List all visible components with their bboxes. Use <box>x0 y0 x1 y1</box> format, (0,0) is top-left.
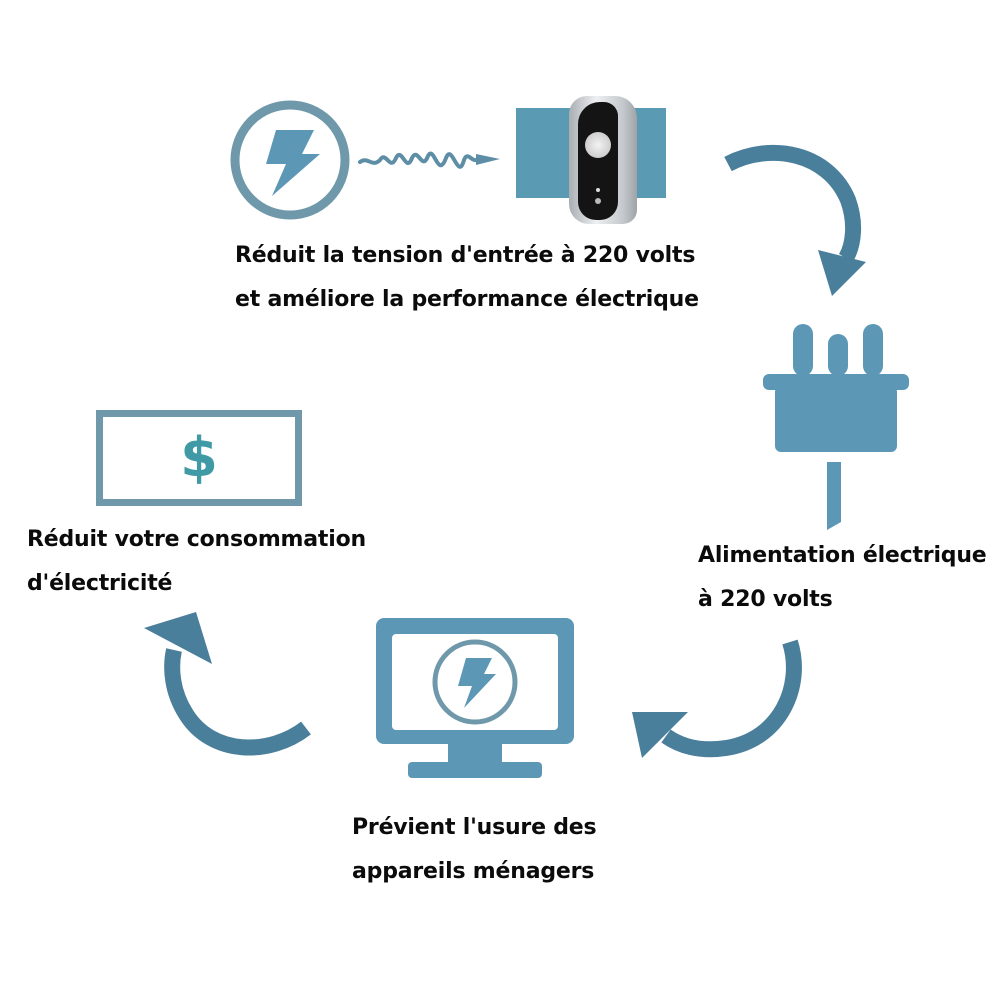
device-led <box>596 188 600 192</box>
lightning-circle-icon <box>230 100 350 220</box>
step-supply-label: Alimentation électrique à 220 volts <box>698 534 987 622</box>
saver-device-image <box>516 96 666 226</box>
power-plug-icon <box>763 324 909 530</box>
monitor-lightning-icon <box>376 618 574 778</box>
step-consumption-line-2: d'électricité <box>27 571 173 596</box>
cycle-arrow-3-icon <box>144 612 311 756</box>
step-voltage-label: Réduit la tension d'entrée à 220 volts e… <box>235 234 699 322</box>
dollar-bill-icon: $ <box>96 410 302 506</box>
step-consumption-label: Réduit votre consommation d'électricité <box>27 518 366 606</box>
step-supply-line-1: Alimentation électrique <box>698 543 987 568</box>
step-appliances-line-1: Prévient l'usure des <box>352 815 597 840</box>
step-voltage-line-1: Réduit la tension d'entrée à 220 volts <box>235 243 696 268</box>
step-supply-line-2: à 220 volts <box>698 587 833 612</box>
step-appliances-line-2: appareils ménagers <box>352 859 595 884</box>
device-button <box>595 198 601 204</box>
wave-arrow-icon <box>358 151 500 169</box>
device-dial <box>585 132 611 158</box>
step-appliances-label: Prévient l'usure des appareils ménagers <box>352 806 597 894</box>
dollar-symbol: $ <box>180 426 218 489</box>
step-voltage-line-2: et améliore la performance électrique <box>235 287 699 312</box>
cycle-arrow-1-icon <box>724 144 866 296</box>
cycle-arrow-2-icon <box>632 639 802 758</box>
step-consumption-line-1: Réduit votre consommation <box>27 527 366 552</box>
